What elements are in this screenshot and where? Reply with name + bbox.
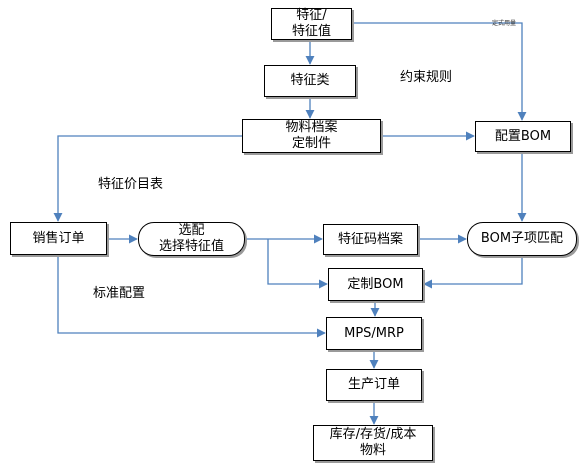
select-config-line1: 选配 — [178, 223, 205, 238]
sales-order-box: 销售订单 — [10, 222, 107, 255]
production-order-box: 生产订单 — [326, 369, 422, 401]
config-bom-label: 配置BOM — [494, 128, 552, 144]
production-order-label: 生产订单 — [347, 377, 400, 392]
custom-bom-box: 定制BOM — [328, 268, 423, 301]
feature-price-list-note: 特征价目表 — [98, 177, 164, 192]
material-file-line1: 物料档案 — [285, 120, 338, 135]
constraint-rules-note: 约束规则 — [400, 70, 453, 85]
standard-config-note: 标准配置 — [93, 286, 146, 301]
arrow-match-to-custom-bom — [423, 256, 523, 289]
arrow-sales-to-mps — [57, 255, 326, 338]
sales-order-label: 销售订单 — [32, 230, 85, 246]
arrow-select-to-custom-bom — [267, 239, 328, 289]
feature-code-file-box: 特征码档案 — [323, 224, 418, 255]
feature-class-label: 特征类 — [290, 73, 330, 88]
bom-item-match-label: BOM子项匹配 — [480, 231, 564, 246]
select-config-box: 选配 选择特征值 — [138, 222, 245, 256]
select-config-line2: 选择特征值 — [158, 239, 224, 254]
mps-mrp-label: MPS/MRP — [344, 325, 404, 341]
formula-usage-label: 定式用量 — [492, 20, 517, 27]
feature-code-file-label: 特征码档案 — [337, 231, 403, 247]
feature-value-line2: 特征值 — [291, 24, 331, 39]
material-file-line2: 定制件 — [291, 136, 331, 151]
mps-mrp-box: MPS/MRP — [326, 317, 422, 350]
feature-value-line1: 特征/ — [296, 8, 327, 23]
arrow-feature-to-config-bom — [352, 22, 527, 121]
material-file-box: 物料档案 定制件 — [242, 119, 381, 153]
arrow-material-to-sales-order — [53, 135, 242, 222]
inventory-cost-box: 库存/存货/成本 物料 — [313, 425, 433, 461]
config-bom-box: 配置BOM — [475, 121, 571, 152]
feature-value-box: 特征/ 特征值 — [271, 8, 352, 40]
inventory-cost-line2: 物料 — [359, 443, 386, 458]
feature-class-box: 特征类 — [264, 65, 356, 97]
custom-bom-label: 定制BOM — [347, 276, 404, 292]
inventory-cost-line1: 库存/存货/成本 — [329, 427, 417, 442]
bom-item-match-box: BOM子项匹配 — [467, 222, 577, 256]
